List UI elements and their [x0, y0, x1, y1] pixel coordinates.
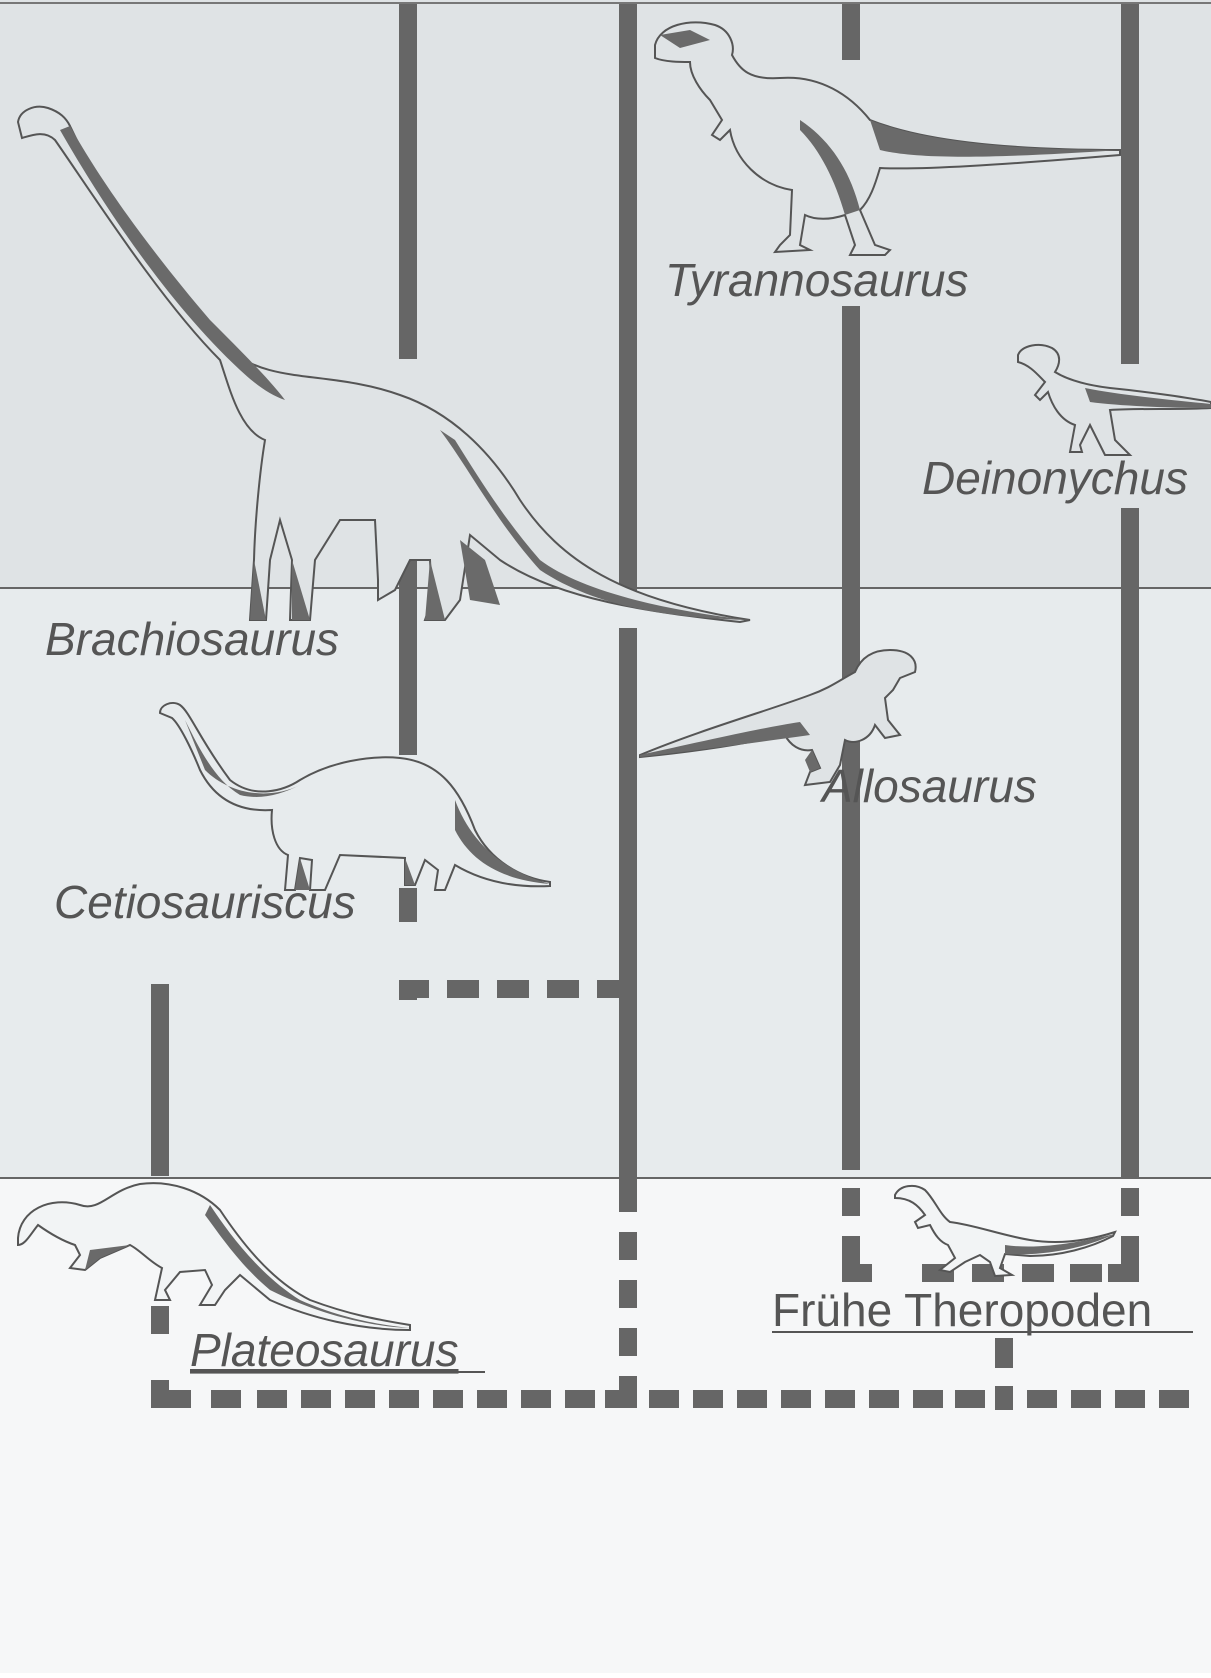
label-early-theropods: Frühe Theropoden [772, 1284, 1152, 1336]
lineage-bar-deinonychus-upper [1121, 4, 1139, 364]
label-plateosaurus: Plateosaurus [190, 1324, 459, 1376]
label-allosaurus: Allosaurus [819, 760, 1037, 812]
lineage-bar-deinonychus-lower [1121, 508, 1139, 1179]
lineage-bar-allosaurus [619, 628, 637, 1212]
label-deinonychus: Deinonychus [922, 452, 1188, 504]
lineage-bar-tyrannosaurus-top [842, 4, 860, 60]
label-brachiosaurus: Brachiosaurus [45, 613, 339, 665]
base-dashed-line [151, 1390, 1189, 1408]
label-cetiosauriscus: Cetiosauriscus [54, 876, 356, 928]
label-tyrannosaurus: Tyrannosaurus [665, 254, 968, 306]
lineage-bar-cetiosauriscus-stub [399, 888, 417, 922]
lineage-bar-tyrannosaurus-upper [619, 4, 637, 591]
lineage-bar-cetiosauriscus-upper [399, 4, 417, 359]
lineage-bar-plateosaurus [151, 984, 169, 1176]
